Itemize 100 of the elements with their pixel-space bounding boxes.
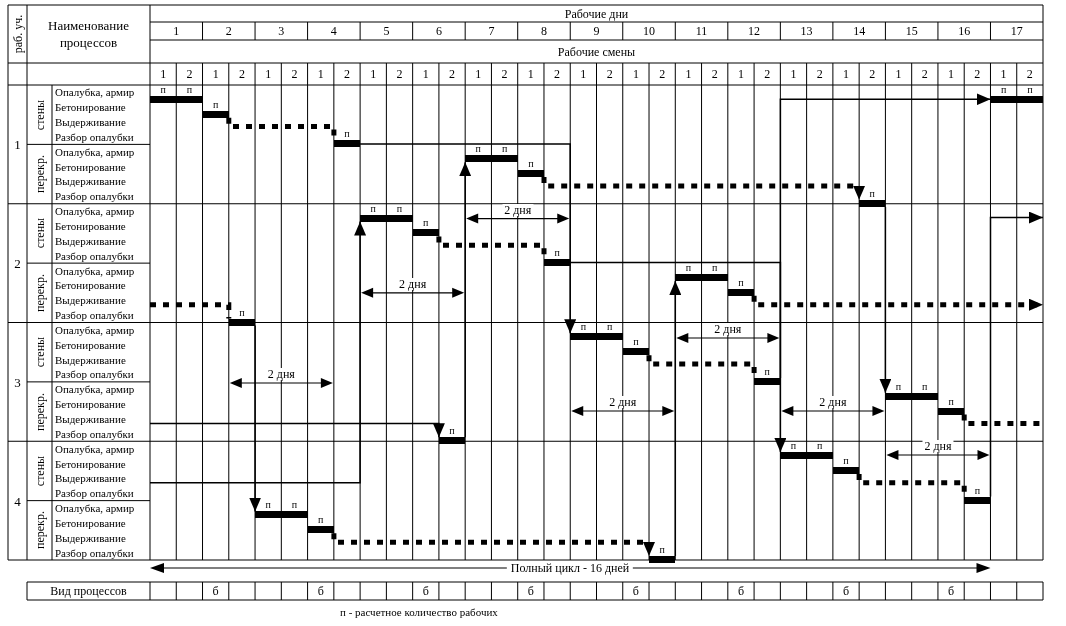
dotted-line	[331, 533, 655, 556]
worker-count: п	[659, 545, 665, 555]
worker-count: п	[528, 159, 534, 170]
arrow	[569, 261, 787, 453]
process-name: Разбор опалубки	[55, 547, 134, 559]
process-name: Бетонирование	[55, 279, 126, 291]
process-name: Бетонирование	[55, 517, 126, 529]
day-number: 4	[330, 25, 337, 37]
arrow	[779, 93, 992, 379]
day-number: 12	[748, 25, 761, 37]
section-number: 4	[14, 494, 21, 508]
shift-number: 1	[422, 68, 429, 80]
shift-number: 2	[711, 68, 718, 80]
arrow	[669, 280, 682, 557]
worker-count: п	[291, 500, 298, 511]
column-header: Рабочие смены	[557, 45, 636, 58]
worker-count: п	[974, 485, 980, 496]
process-name: Бетонирование	[55, 339, 126, 351]
arrow	[149, 220, 367, 484]
worker-count: п	[396, 203, 403, 214]
process-type-mark: б	[527, 585, 534, 597]
shift-number: 2	[554, 68, 561, 80]
process-name: Разбор опалубки	[55, 309, 134, 321]
process-name: Бетонирование	[55, 220, 126, 232]
process-name: Выдерживание	[55, 413, 126, 425]
day-number: 9	[593, 25, 600, 37]
process-type-mark: б	[632, 585, 639, 597]
shift-number: 2	[396, 68, 403, 80]
process-name: Выдерживание	[55, 116, 126, 128]
process-name: Бетонирование	[55, 101, 126, 113]
shift-number: 1	[843, 68, 849, 80]
process-name: Опалубка, армир	[55, 265, 135, 277]
duration-label: 2 дня	[817, 396, 849, 408]
shift-number: 2	[659, 68, 666, 80]
worker-count: п	[948, 396, 954, 407]
process-name: Опалубка, армир	[55, 146, 135, 158]
worker-count: п	[922, 381, 928, 392]
duration-label: 2 дня	[607, 396, 639, 408]
day-number: 16	[958, 25, 971, 37]
worker-count: п	[738, 277, 744, 288]
group-label: перекр.	[34, 273, 46, 312]
process-type-mark: б	[317, 585, 324, 597]
day-number: 11	[695, 25, 708, 37]
row-header: Вид процессов	[50, 585, 127, 597]
group-label: стены	[34, 455, 46, 487]
day-number: 2	[225, 25, 232, 37]
duration-label: 2 дня	[712, 323, 744, 335]
worker-count: п	[685, 262, 692, 273]
group-label: перекр.	[34, 511, 46, 550]
worker-count: п	[423, 218, 429, 229]
process-name: Опалубка, армир	[55, 383, 135, 395]
day-number: 6	[435, 25, 442, 37]
day-number: 15	[905, 25, 918, 37]
shift-number: 2	[974, 68, 981, 80]
shift-number: 1	[160, 68, 167, 80]
dotted-line	[751, 295, 1043, 311]
arrow	[149, 422, 445, 439]
dotted-line	[541, 177, 866, 200]
shift-number: 2	[606, 68, 613, 80]
process-name: Разбор опалубки	[55, 368, 134, 380]
group-label: перекр.	[34, 155, 46, 193]
shift-number: 2	[291, 68, 298, 80]
section-number: 2	[14, 256, 21, 270]
shift-number: 2	[816, 68, 823, 80]
duration-label: 2 дня	[265, 368, 297, 380]
shift-number: 2	[449, 68, 456, 80]
column-header: раб. уч.	[11, 14, 24, 54]
process-name: Бетонирование	[55, 398, 126, 410]
process-name: Выдерживание	[55, 235, 126, 247]
process-type-mark: б	[212, 585, 219, 597]
group-label: стены	[34, 99, 46, 130]
group-label: стены	[34, 337, 46, 368]
arrow	[989, 211, 1044, 498]
process-name: Бетонирование	[55, 161, 126, 173]
shift-number: 1	[527, 68, 534, 80]
worker-count: п	[475, 144, 481, 155]
shift-number: 1	[790, 68, 797, 80]
group-label: стены	[34, 218, 46, 249]
day-number: 7	[488, 25, 495, 37]
shift-number: 1	[265, 68, 272, 80]
arrow	[359, 143, 577, 335]
shift-number: 1	[317, 68, 324, 80]
worker-count: п	[554, 248, 560, 259]
day-number: 10	[643, 25, 655, 37]
worker-count: п	[764, 366, 770, 377]
shift-number: 1	[948, 68, 955, 80]
group-label: перекр.	[34, 392, 46, 431]
worker-count: п	[449, 426, 455, 437]
worker-count: п	[344, 129, 350, 140]
worker-count: п	[790, 441, 797, 452]
shift-number: 2	[1026, 68, 1033, 80]
shift-number: 2	[501, 68, 508, 80]
process-name: Выдерживание	[55, 472, 126, 484]
day-number: 5	[383, 25, 390, 37]
worker-count: п	[160, 84, 166, 95]
shift-number: 1	[370, 68, 377, 80]
worker-count: п	[895, 381, 902, 392]
process-name: Разбор опалубки	[55, 487, 134, 499]
worker-count: п	[212, 99, 219, 110]
worker-count: п	[1000, 84, 1007, 95]
